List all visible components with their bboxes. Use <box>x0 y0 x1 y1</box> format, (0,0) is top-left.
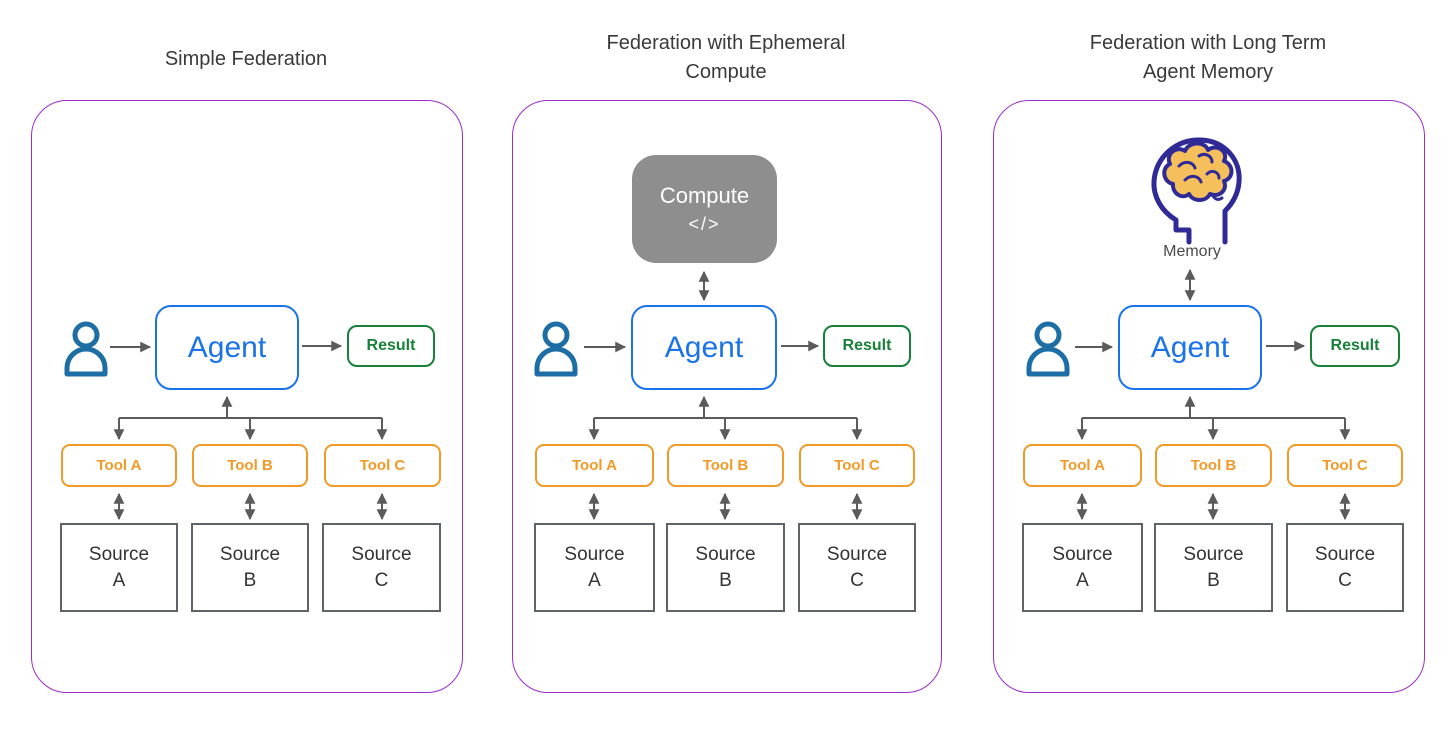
panel-title: Federation with Long Term Agent Memory <box>993 29 1423 87</box>
panel-agent-memory <box>993 100 1425 693</box>
source-label: Source <box>88 543 150 565</box>
source-label: A <box>588 569 601 591</box>
tool-box: Tool A <box>1023 444 1142 487</box>
tool-label: Tool C <box>834 457 880 474</box>
agent-label: Agent <box>664 330 744 364</box>
source-label: A <box>1076 569 1089 591</box>
source-label: C <box>1338 569 1352 591</box>
code-glyph: </> <box>688 214 721 234</box>
source-label: Source <box>1183 543 1244 565</box>
agent-box: Agent <box>1118 305 1262 390</box>
panel-simple-federation <box>31 100 463 693</box>
tool-box: Tool C <box>1287 444 1403 487</box>
source-label: B <box>719 569 732 591</box>
source-box: Source B <box>666 523 785 612</box>
panel-title-line: Federation with Ephemeral <box>606 32 846 54</box>
source-label: Source <box>1314 543 1376 565</box>
agent-label: Agent <box>1150 330 1230 364</box>
source-box: Source B <box>191 523 309 612</box>
source-box: Source A <box>60 523 178 612</box>
tool-label: Tool C <box>1322 457 1368 474</box>
source-box: Source C <box>1286 523 1404 612</box>
tool-label: Tool A <box>1060 457 1105 474</box>
tool-box: Tool B <box>192 444 308 487</box>
source-box: Source B <box>1154 523 1273 612</box>
panel-title-line: Agent Memory <box>1142 61 1274 83</box>
panel-title-line: Simple Federation <box>164 48 328 70</box>
source-label: Source <box>695 543 756 565</box>
tool-box: Tool B <box>1155 444 1272 487</box>
tool-label: Tool A <box>96 457 142 474</box>
panel-title-line: Compute <box>685 61 767 83</box>
result-box: Result <box>1310 325 1400 367</box>
panel-ephemeral-compute <box>512 100 942 693</box>
source-label: B <box>243 569 257 591</box>
source-label: Source <box>826 543 888 565</box>
tool-box: Tool B <box>667 444 784 487</box>
memory-label: Memory <box>1132 243 1252 261</box>
tool-box: Tool A <box>535 444 654 487</box>
source-label: C <box>850 569 864 591</box>
agent-box: Agent <box>631 305 777 390</box>
source-label: Source <box>351 543 412 565</box>
agent-box: Agent <box>155 305 299 390</box>
source-box: Source A <box>1022 523 1143 612</box>
memory-label-text: Memory <box>1163 243 1221 260</box>
panel-title: Federation with Ephemeral Compute <box>512 29 940 87</box>
tool-label: Tool B <box>227 457 273 474</box>
compute-label: Compute <box>659 183 750 208</box>
panel-title: Simple Federation <box>31 45 461 74</box>
tool-label: Tool C <box>359 457 406 474</box>
result-box: Result <box>823 325 911 367</box>
agent-label: Agent <box>187 330 267 364</box>
tool-box: Tool C <box>324 444 441 487</box>
source-box: Source C <box>322 523 441 612</box>
source-box: Source A <box>534 523 655 612</box>
result-box: Result <box>347 325 435 367</box>
tool-label: Tool A <box>572 457 617 474</box>
result-label: Result <box>1330 337 1380 354</box>
source-label: Source <box>564 543 625 565</box>
panel-title-line: Federation with Long Term <box>1089 32 1327 54</box>
tool-label: Tool B <box>702 457 749 474</box>
source-box: Source C <box>798 523 916 612</box>
result-label: Result <box>842 337 892 354</box>
source-label: A <box>112 569 126 591</box>
result-label: Result <box>366 337 416 354</box>
tool-label: Tool B <box>1190 457 1237 474</box>
tool-box: Tool C <box>799 444 915 487</box>
source-label: C <box>374 569 389 591</box>
source-label: B <box>1207 569 1220 591</box>
source-label: Source <box>219 543 281 565</box>
compute-box: Compute </> <box>632 155 777 263</box>
source-label: Source <box>1052 543 1113 565</box>
tool-box: Tool A <box>61 444 177 487</box>
